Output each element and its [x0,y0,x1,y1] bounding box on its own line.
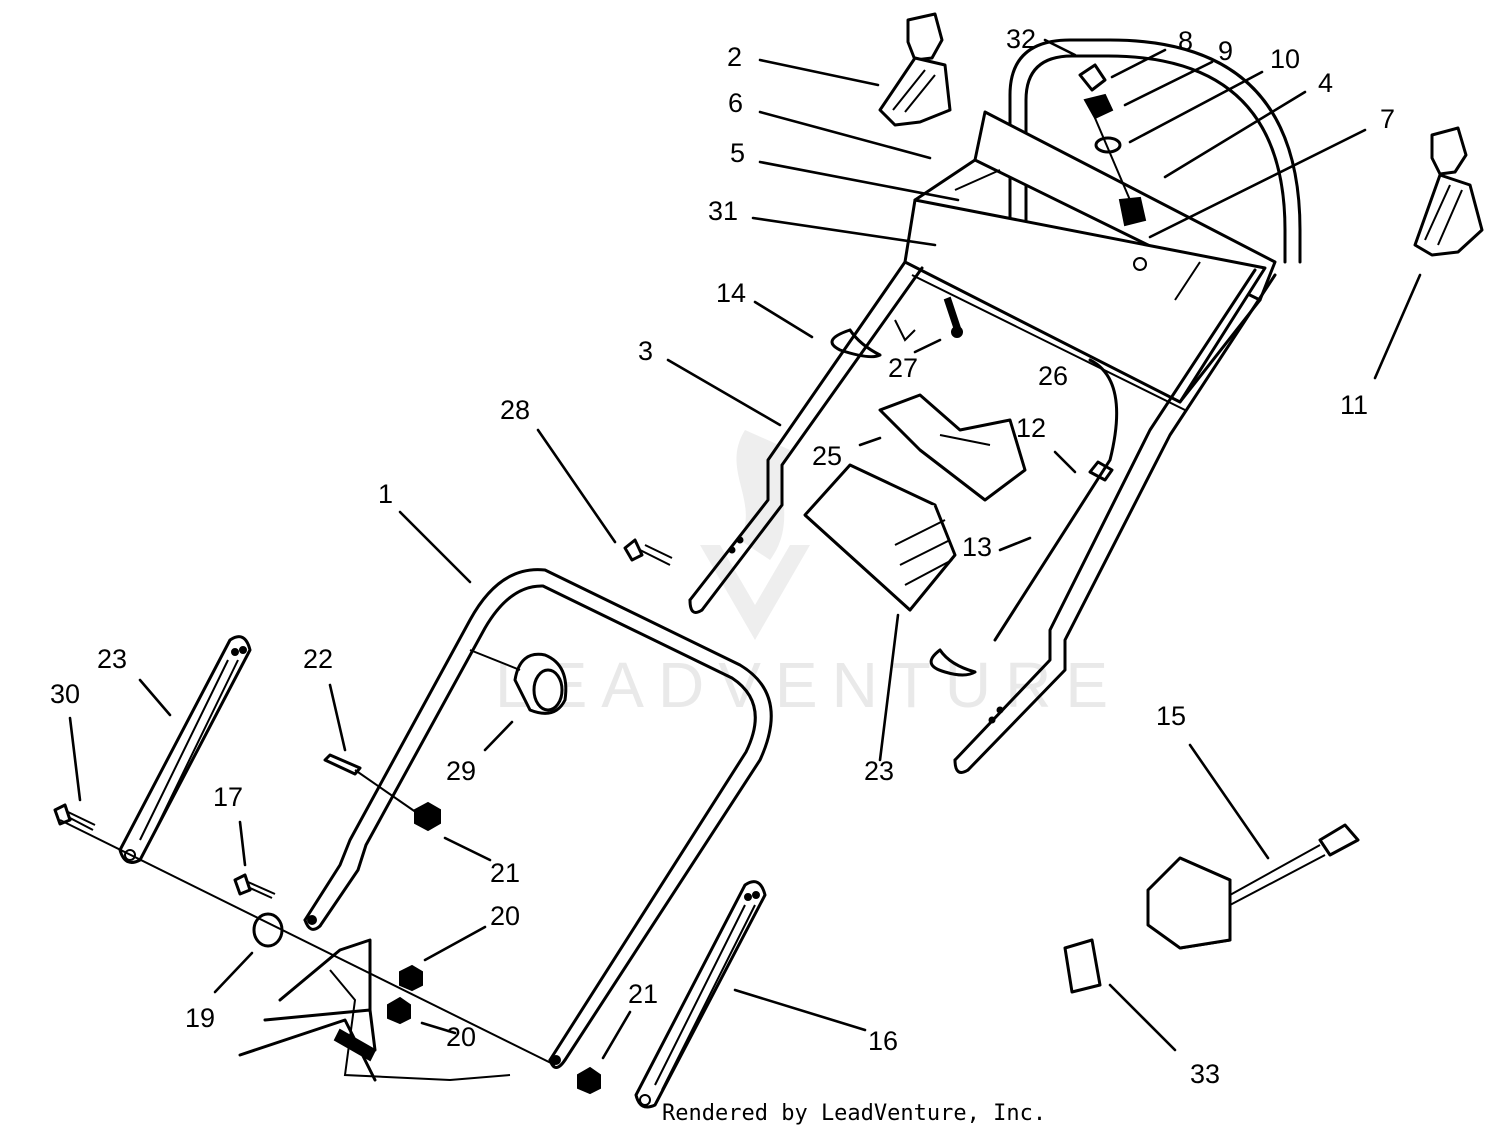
bolt-28 [623,538,673,566]
callout-labels: 32 2 8 9 10 4 6 7 5 31 14 27 3 26 11 12 … [50,24,1395,1089]
callout-33: 33 [1190,1059,1220,1089]
lower-handle-frame [688,260,1277,774]
callout-30: 30 [50,679,80,709]
side-strap-left [118,635,252,864]
starter-harness [1146,823,1360,950]
callout-31: 31 [708,196,738,226]
throttle-control-left [878,12,952,127]
callout-29: 29 [446,756,476,786]
callout-26: 26 [1038,361,1068,391]
callout-12: 12 [1016,413,1046,443]
deck-fragment [238,938,511,1082]
callout-21-upper: 21 [490,858,520,888]
callout-13: 13 [962,532,992,562]
side-strap-right [634,880,767,1109]
callout-6: 6 [728,88,743,118]
callout-19: 19 [185,1003,215,1033]
upper-handle [1008,38,1302,264]
callout-23-left: 23 [97,644,127,674]
callout-21-lower: 21 [628,979,658,1009]
callout-10: 10 [1270,44,1300,74]
throttle-control-right [1413,126,1484,257]
callout-22: 22 [303,644,333,674]
callout-9: 9 [1218,36,1233,66]
callout-25: 25 [812,441,842,471]
mounting-hardware [53,753,601,1095]
throttle-cable [993,358,1119,642]
battery [803,463,957,612]
callout-20-upper: 20 [490,901,520,931]
callout-1: 1 [378,479,393,509]
key-switch-assembly [1078,63,1147,271]
callout-27: 27 [888,353,918,383]
callout-5: 5 [730,138,745,168]
handle-knob [469,649,568,715]
callout-32: 32 [1006,24,1036,54]
retaining-clips [830,296,977,677]
control-panel [903,110,1277,411]
callout-28: 28 [500,395,530,425]
callout-15: 15 [1156,701,1186,731]
callout-17: 17 [213,782,243,812]
watermark: LEADVENTURE [495,430,1122,721]
callout-11: 11 [1340,390,1368,420]
callout-20-lower: 20 [446,1022,476,1052]
callout-23-battery: 23 [864,756,894,786]
callout-2: 2 [727,42,742,72]
render-credit: Rendered by LeadVenture, Inc. [662,1101,1046,1126]
callout-4: 4 [1318,68,1333,98]
callout-16: 16 [868,1026,898,1056]
battery-bracket [878,393,1027,502]
callout-8: 8 [1178,26,1193,56]
callout-7: 7 [1380,104,1395,134]
leaders [68,38,1422,1060]
callout-3: 3 [638,336,653,366]
callout-14: 14 [716,278,746,308]
decal [1063,938,1102,994]
watermark-text: LEADVENTURE [495,649,1122,721]
